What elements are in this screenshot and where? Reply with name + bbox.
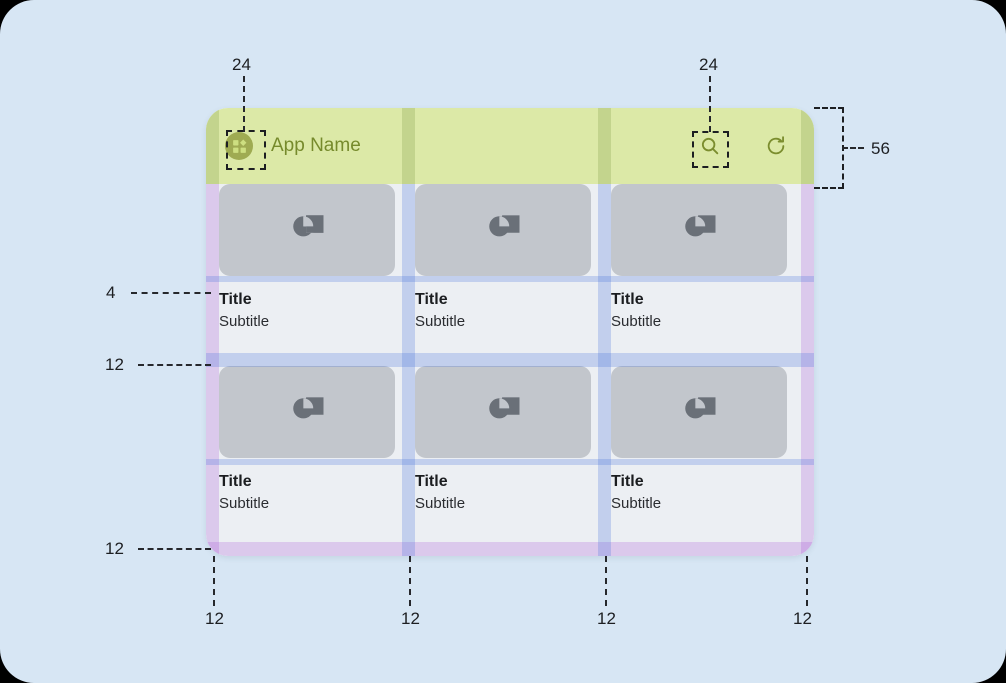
apps-grid-icon[interactable] xyxy=(225,132,253,160)
image-placeholder-icon xyxy=(219,184,395,276)
gutter-leader xyxy=(409,556,411,606)
card-title: Title xyxy=(415,291,448,308)
annotation-row-gap: 12 xyxy=(105,355,124,374)
refresh-icon[interactable] xyxy=(762,132,790,160)
annotation-appbar-height: 56 xyxy=(871,139,890,158)
annotation-gutter: 12 xyxy=(793,609,812,628)
card-title: Title xyxy=(611,473,644,490)
title-gap-leader xyxy=(131,292,211,294)
appbar-height-leader xyxy=(842,147,864,149)
app-title: App Name xyxy=(271,135,361,156)
card-subtitle: Subtitle xyxy=(219,313,270,330)
card[interactable]: Title Subtitle xyxy=(415,184,591,354)
search-icon-leader xyxy=(709,76,711,132)
annotation-gutter: 12 xyxy=(597,609,616,628)
image-placeholder-icon xyxy=(611,366,787,458)
gutter-leader xyxy=(806,556,808,606)
card-subtitle: Subtitle xyxy=(415,313,466,330)
card-subtitle: Subtitle xyxy=(611,495,662,512)
image-placeholder-icon xyxy=(415,366,591,458)
annotation-search-icon-size: 24 xyxy=(699,55,718,74)
image-placeholder-icon xyxy=(611,184,787,276)
card[interactable]: Title Subtitle xyxy=(219,184,395,354)
image-placeholder-icon xyxy=(415,184,591,276)
content-area: Title Subtitle Title Subtitle xyxy=(206,184,814,556)
app-bar: App Name xyxy=(206,108,814,184)
gutter-leader xyxy=(605,556,607,606)
card-subtitle: Subtitle xyxy=(219,495,270,512)
search-icon[interactable] xyxy=(696,132,724,160)
card-row: Title Subtitle Title Subtitle xyxy=(206,366,814,536)
card[interactable]: Title Subtitle xyxy=(611,184,787,354)
row-gap-leader xyxy=(138,364,211,366)
appbar-height-bracket xyxy=(814,107,844,189)
card-row: Title Subtitle Title Subtitle xyxy=(206,184,814,354)
device-frame: App Name xyxy=(206,108,814,556)
card[interactable]: Title Subtitle xyxy=(415,366,591,536)
card[interactable]: Title Subtitle xyxy=(611,366,787,536)
annotation-nav-icon-size: 24 xyxy=(232,55,251,74)
gutter-leader xyxy=(213,556,215,606)
card-title: Title xyxy=(611,291,644,308)
card-subtitle: Subtitle xyxy=(611,313,662,330)
annotation-title-gap: 4 xyxy=(106,283,116,302)
image-placeholder-icon xyxy=(219,366,395,458)
card-subtitle: Subtitle xyxy=(415,495,466,512)
card-title: Title xyxy=(219,291,252,308)
nav-icon-measure-box xyxy=(226,130,266,170)
app-bar-leading: App Name xyxy=(225,132,361,160)
card-title: Title xyxy=(219,473,252,490)
annotation-gutter: 12 xyxy=(401,609,420,628)
search-icon-measure-box xyxy=(692,131,729,168)
nav-icon-leader xyxy=(243,76,245,132)
annotation-bottom-margin: 12 xyxy=(105,539,124,558)
card[interactable]: Title Subtitle xyxy=(219,366,395,536)
bottom-margin-leader xyxy=(138,548,211,550)
card-title: Title xyxy=(415,473,448,490)
annotation-gutter: 12 xyxy=(205,609,224,628)
